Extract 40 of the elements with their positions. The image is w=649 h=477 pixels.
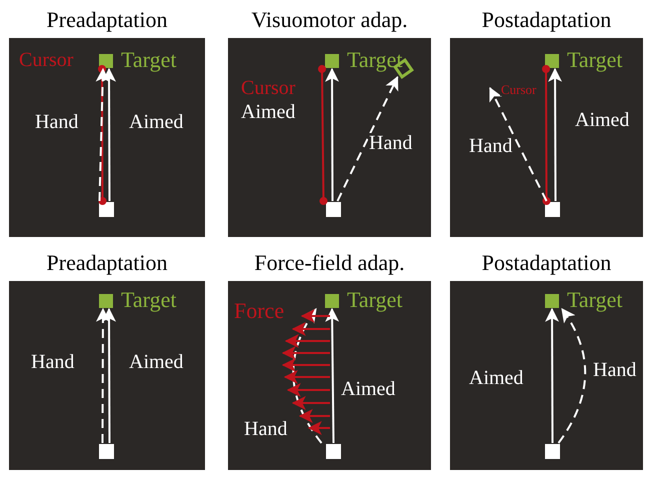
arrow <box>548 68 562 201</box>
dashed-arrow <box>336 76 398 202</box>
target-label: Target <box>347 49 402 71</box>
target-label: Target <box>567 289 622 311</box>
target-square <box>545 294 559 308</box>
start-square <box>326 202 341 217</box>
cursor-line <box>98 65 106 205</box>
dashed-arrow <box>558 308 586 444</box>
cursor-line <box>318 65 328 205</box>
start-square <box>99 202 114 217</box>
dashed-arrow <box>96 308 110 443</box>
panel-title: Postadaptation <box>480 6 612 34</box>
panel-title: Force-field adap. <box>253 249 406 277</box>
arrow <box>102 308 116 443</box>
arrow <box>545 308 560 443</box>
start-square <box>545 202 560 217</box>
start-square <box>545 444 560 459</box>
panel-title: Postadaptation <box>480 249 612 277</box>
target-square <box>325 294 339 308</box>
panel-title: Visuomotor adap. <box>250 6 409 34</box>
panel-title: Preadaptation <box>46 6 168 34</box>
start-square <box>326 444 341 459</box>
arrow <box>325 68 340 201</box>
edge-label: Cursor <box>500 83 538 96</box>
arrow <box>325 308 340 444</box>
target-square <box>99 54 113 68</box>
arrow <box>102 68 116 201</box>
target-label: Target <box>121 289 176 311</box>
dashed-arrow <box>489 86 548 202</box>
target-square <box>545 54 559 68</box>
target-square <box>99 294 113 308</box>
dashed-arrow <box>292 308 322 444</box>
target-square <box>325 54 339 68</box>
target-label: Target <box>567 49 622 71</box>
target-label: Target <box>121 49 176 71</box>
dashed-arrow <box>96 68 110 202</box>
cursor-line <box>542 65 550 205</box>
target-label: Target <box>347 289 402 311</box>
start-square <box>99 444 114 459</box>
panel-title: Preadaptation <box>46 249 168 277</box>
